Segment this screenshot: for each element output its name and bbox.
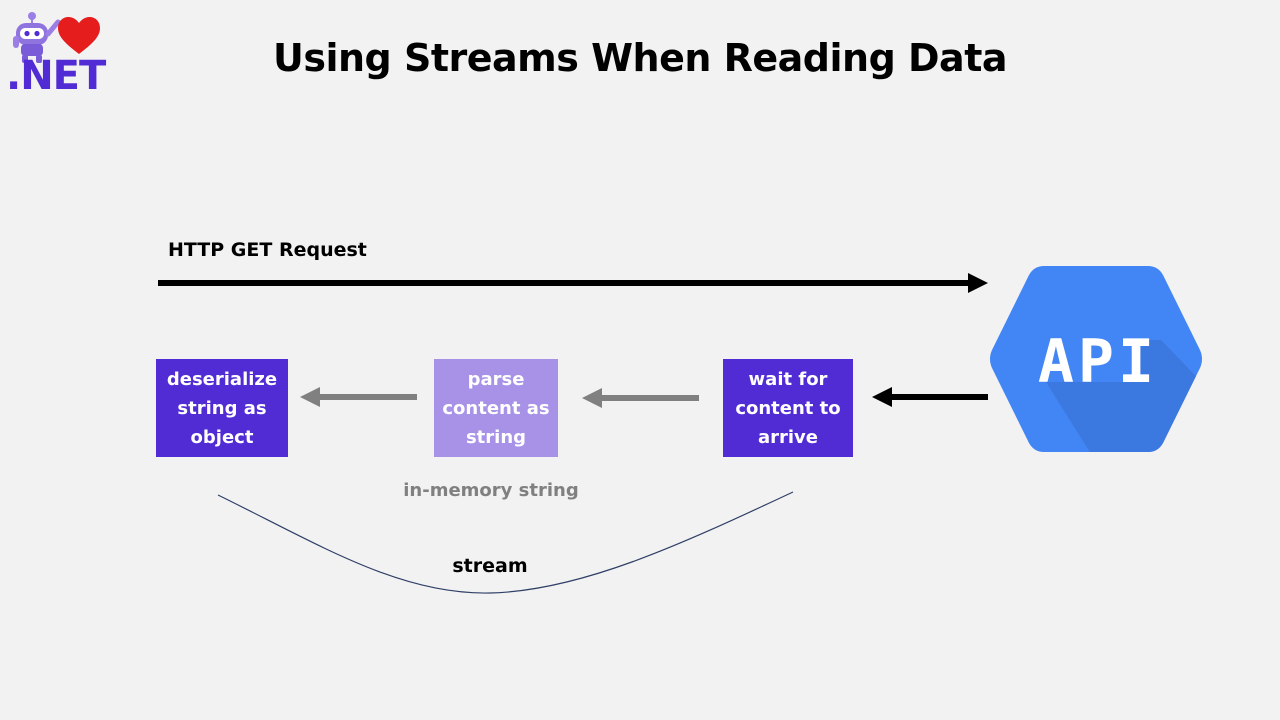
stream-curve [217,491,794,594]
request-label: HTTP GET Request [168,239,367,261]
step-wait: wait for content to arrive [723,359,853,457]
stream-label: stream [452,555,528,577]
in-memory-string-label: in-memory string [403,480,579,501]
api-label: API [1038,327,1158,397]
response-arrow [872,387,988,407]
wait-to-parse-arrow [582,388,699,408]
api-hexagon-icon: API [990,266,1202,452]
step-deserialize: deserialize string as object [156,359,288,457]
logo-text: .NET [6,53,106,99]
api-node: API [986,262,1206,456]
request-arrow [158,273,988,293]
slide-title: Using Streams When Reading Data [272,36,1008,80]
step-parse: parse content as string [434,359,558,457]
parse-to-deserialize-arrow [300,387,417,407]
dotnet-logo: .NET [4,4,108,98]
dotnet-bot-heart-icon [13,12,100,63]
